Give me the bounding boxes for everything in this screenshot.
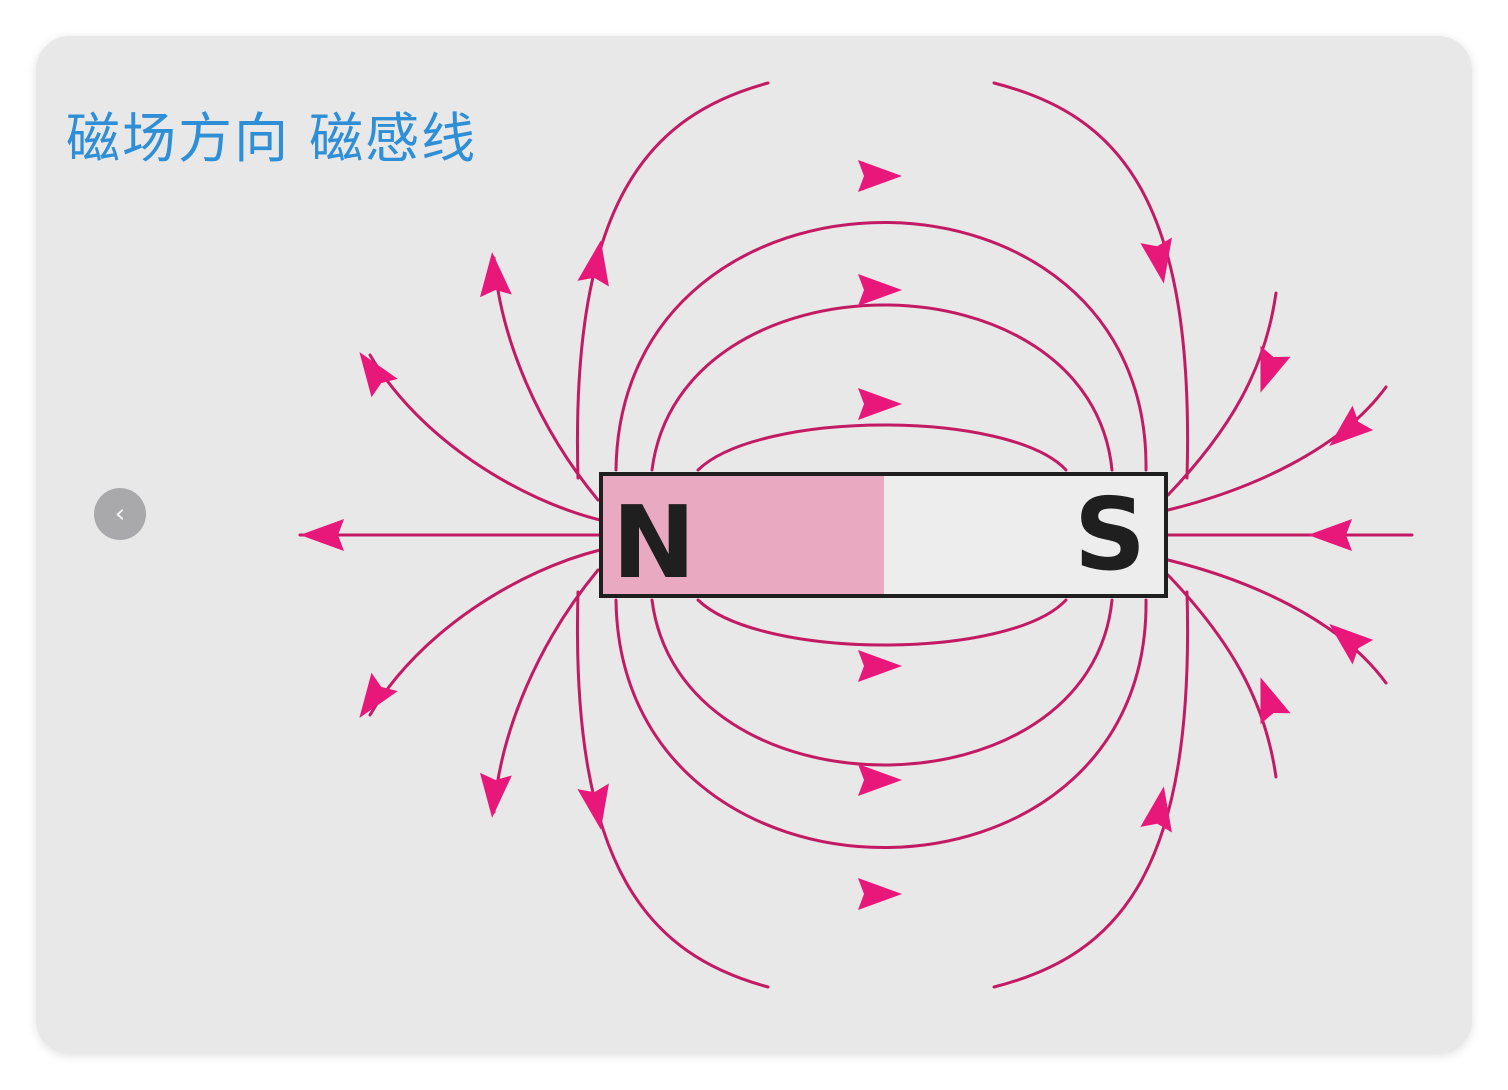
field-arrow — [300, 519, 344, 551]
field-arrow — [1308, 519, 1352, 551]
south-pole-fill — [884, 474, 1166, 596]
field-arrow — [858, 160, 902, 192]
field-arrow — [1260, 677, 1291, 725]
field-line-ray-bottom-2 — [1166, 558, 1388, 685]
field-arrow — [479, 252, 512, 298]
field-line-ray-bottom-0 — [368, 548, 602, 717]
field-arrow — [1260, 345, 1291, 393]
north-pole-label: N — [612, 484, 696, 601]
field-line-ray-top-1 — [492, 256, 600, 502]
field-arrow — [577, 783, 609, 830]
field-line-loop-bottom-1 — [650, 598, 1114, 767]
field-line-loop-bottom-0 — [696, 598, 1068, 647]
field-line-ray-top-2 — [1166, 385, 1388, 512]
field-arrow — [479, 772, 512, 818]
chevron-left-icon: ‹ — [114, 499, 126, 529]
field-arrow — [1140, 786, 1172, 833]
prev-slide-button[interactable]: ‹ — [94, 488, 146, 540]
slide-title: 磁场方向 磁感线 — [66, 107, 478, 170]
magnet-outline — [599, 472, 1168, 598]
field-arrow — [858, 388, 902, 420]
field-line-loop-top-0 — [696, 423, 1068, 472]
field-arrow — [1329, 405, 1374, 447]
field-arrow — [858, 878, 902, 910]
field-line-loop-top-3 — [575, 81, 770, 480]
field-line-loop-bottom-3 — [575, 590, 770, 989]
field-arrow — [359, 672, 398, 719]
field-line-loop-top-2 — [614, 221, 1148, 472]
field-arrow — [858, 650, 902, 682]
field-line-loop-top-4 — [992, 81, 1190, 480]
field-line-ray-bottom-3 — [1166, 573, 1278, 779]
bar-magnet: N S — [599, 472, 1168, 601]
field-arrow — [1140, 237, 1172, 284]
field-line-ray-bottom-1 — [492, 568, 600, 814]
field-line-ray-top-0 — [368, 353, 602, 522]
north-pole-fill — [601, 474, 884, 596]
field-line-loop-top-1 — [650, 303, 1114, 472]
field-line-loop-bottom-2 — [614, 598, 1148, 849]
south-pole-label: S — [1074, 476, 1146, 593]
field-arrow — [359, 351, 398, 398]
field-arrow — [577, 240, 609, 287]
field-arrow — [858, 764, 902, 796]
field-line-ray-top-3 — [1166, 291, 1278, 497]
field-arrow — [1329, 623, 1374, 665]
field-arrow — [858, 274, 902, 306]
field-line-loop-bottom-4 — [992, 590, 1190, 989]
